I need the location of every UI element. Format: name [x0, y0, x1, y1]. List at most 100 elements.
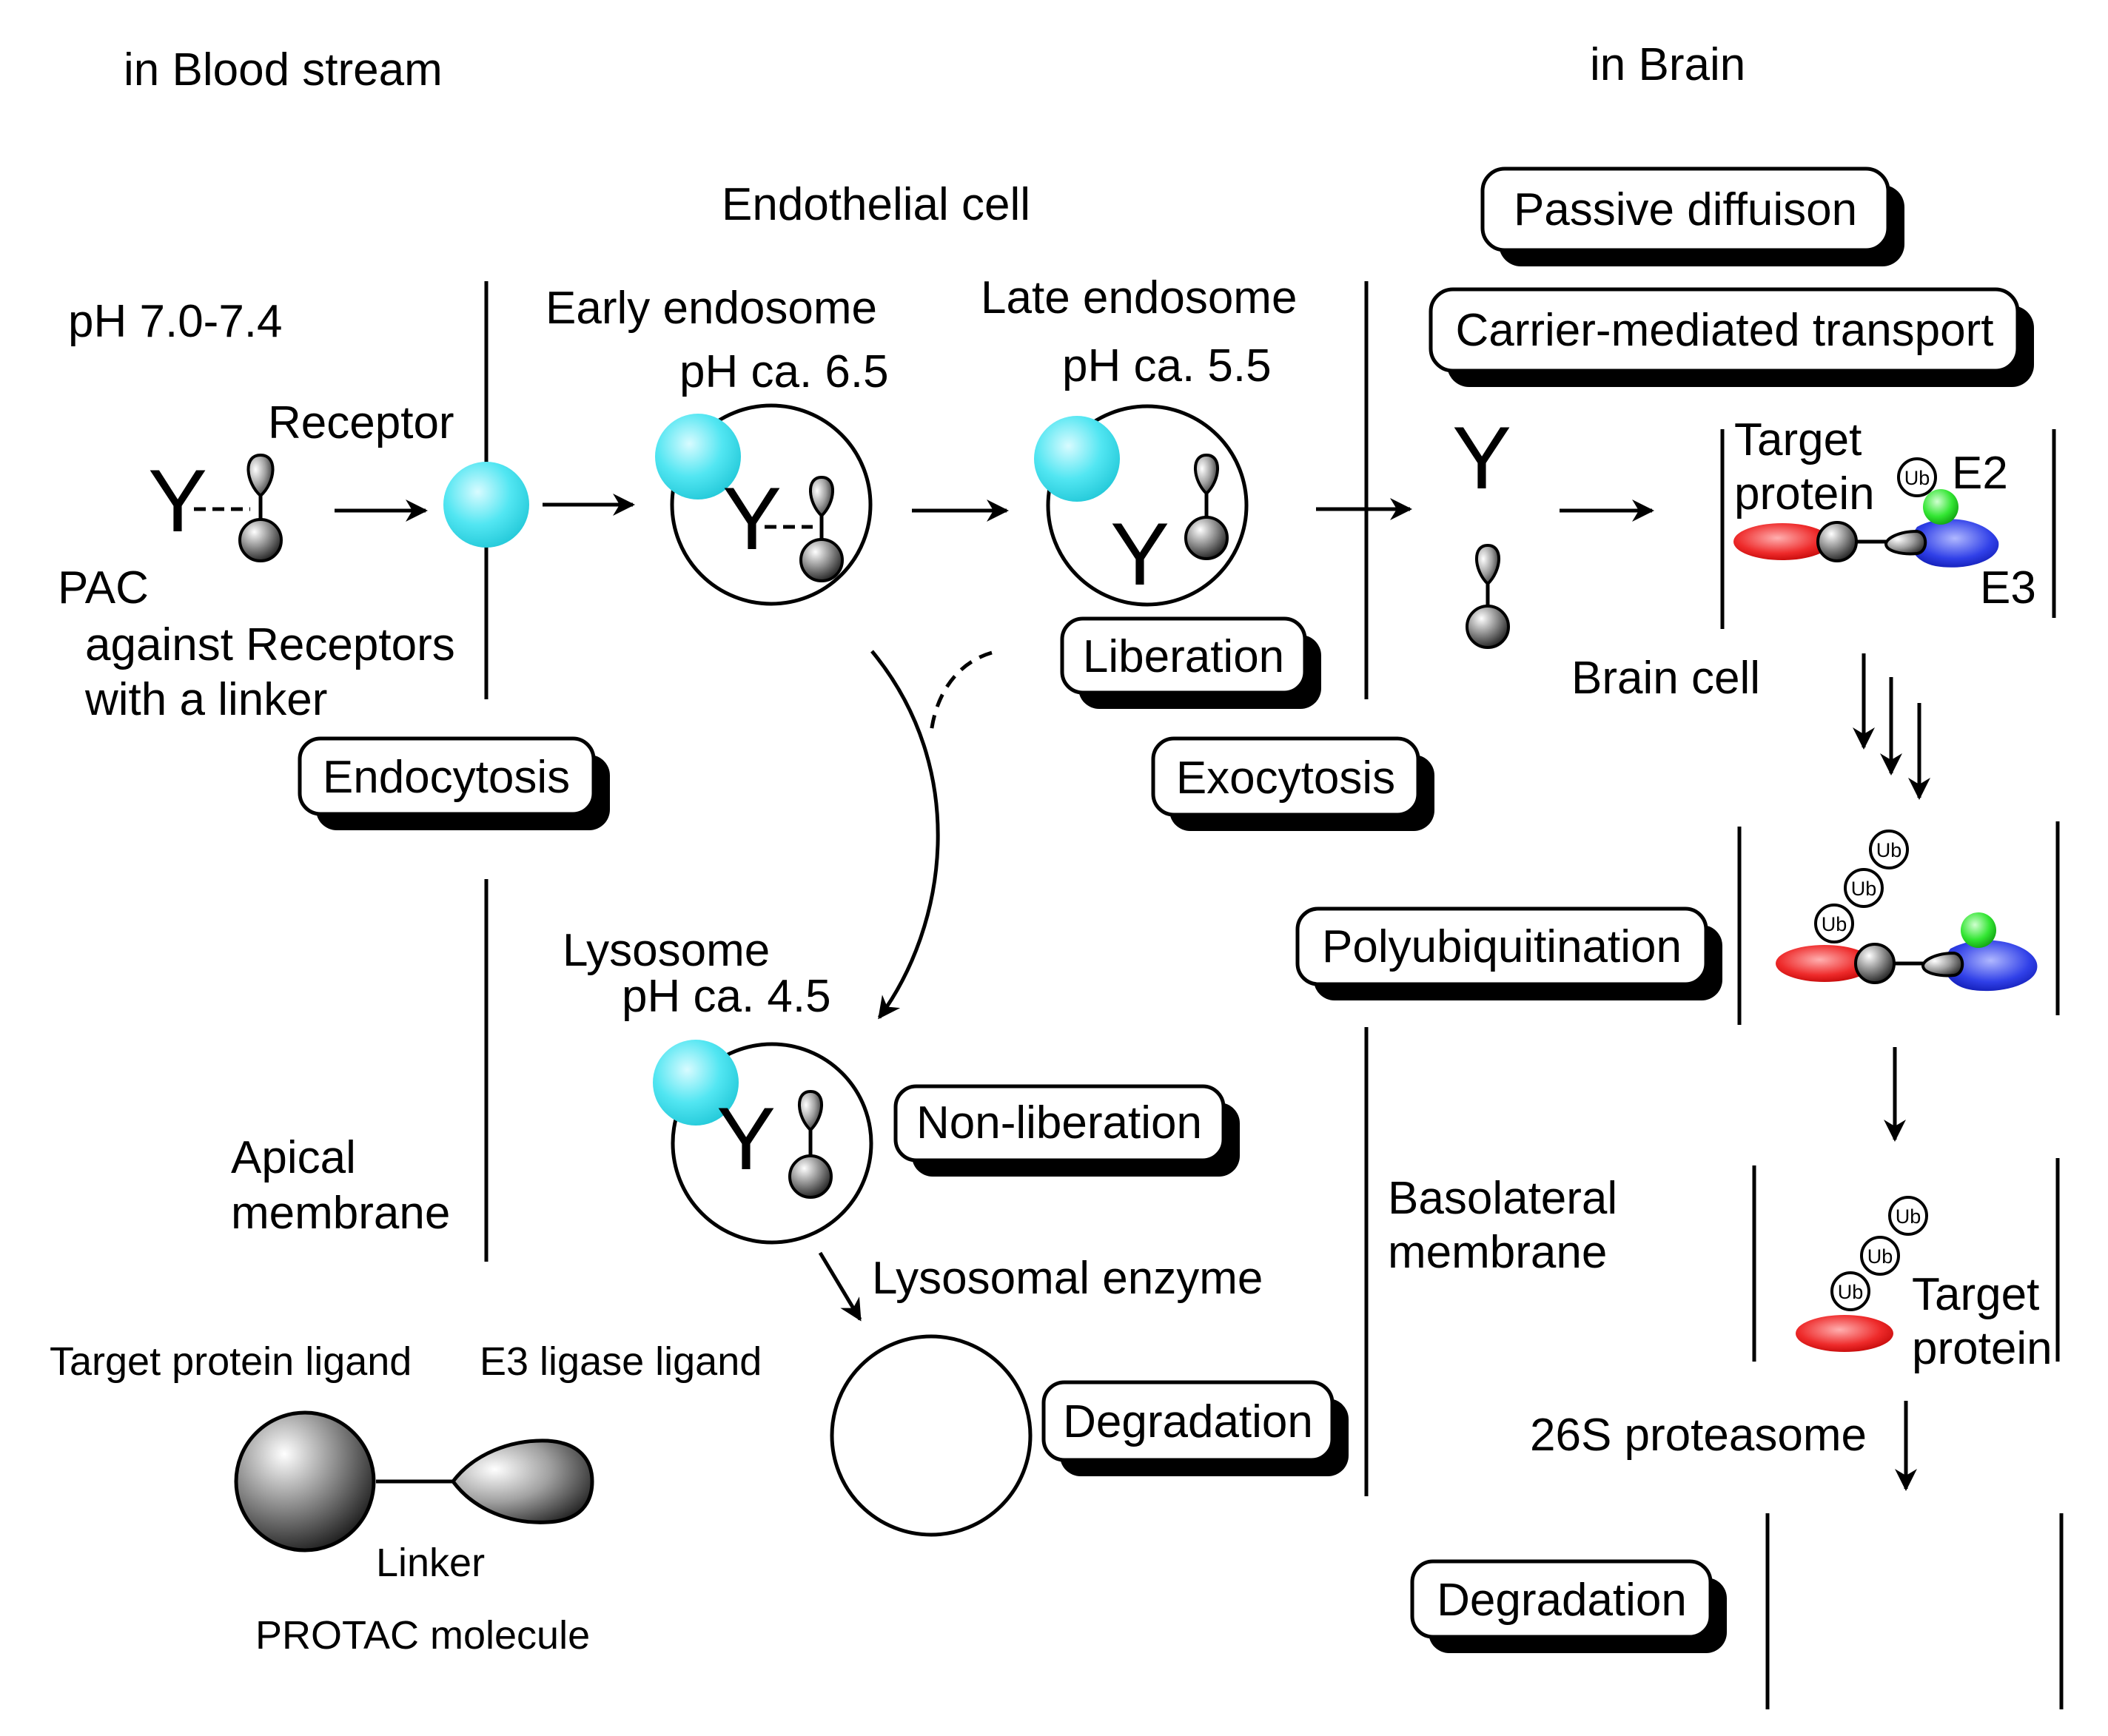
dashed-return-arrow — [929, 650, 993, 733]
lysosome-label: Lysosome — [563, 925, 770, 976]
ub-text: Ub — [1904, 467, 1930, 489]
target-ligand-icon — [1466, 605, 1510, 649]
target-ligand-icon — [1854, 943, 1896, 984]
late-endosome-ph-label: pH ca. 5.5 — [1062, 340, 1272, 391]
pac-label-line2: against Receptors — [85, 619, 455, 670]
arrow-to-lysosome — [870, 650, 940, 1020]
ub-text: Ub — [1838, 1281, 1864, 1303]
carrier-mediated-transport-text: Carrier-mediated transport — [1455, 305, 1993, 356]
pac-molecule-blood: Y — [148, 451, 283, 562]
lysosome-ph-label: pH ca. 4.5 — [622, 971, 831, 1022]
non-liberation-box: Non-liberation — [893, 1084, 1240, 1177]
ubiquitin-icon — [1869, 830, 1909, 869]
pac-label: PAC — [58, 562, 149, 613]
passive-diffusion-box: Passive diffuison — [1480, 166, 1904, 266]
lysosome: Y — [653, 1040, 873, 1245]
target-ligand-icon — [1816, 521, 1858, 562]
polyubiquitinated-complex: Ub Ub Ub — [1776, 830, 2038, 992]
lysosomal-enzyme-label: Lysosomal enzyme — [872, 1253, 1263, 1304]
liberation-text: Liberation — [1083, 631, 1284, 682]
e3-ligase-ligand-icon — [450, 1439, 594, 1524]
ubiquitin-icon — [1814, 904, 1854, 943]
e3-ligand-icon — [1921, 951, 1964, 978]
e2-label: E2 — [1952, 448, 2008, 499]
target-protein-label-line2: protein — [1734, 468, 1875, 519]
passive-diffusion-text: Passive diffuison — [1514, 184, 1857, 235]
e3-ligand-icon — [246, 453, 275, 498]
linker-label: Linker — [376, 1541, 485, 1585]
endocytosis-text: Endocytosis — [323, 752, 570, 803]
target-ligand-icon — [1184, 516, 1229, 560]
target-protein-label-brain: Target — [1912, 1269, 2039, 1320]
ub-text: Ub — [1867, 1245, 1893, 1268]
target-protein-icon — [1733, 523, 1831, 560]
empty-lysosome — [830, 1334, 1033, 1537]
target-protein-ligand-label: Target protein ligand — [50, 1339, 412, 1384]
apical-membrane-label-line2: membrane — [231, 1188, 450, 1239]
ubiquitin-icon — [1844, 868, 1884, 908]
released-antibody-icon: Y — [1452, 408, 1511, 508]
target-protein-label: Target — [1734, 414, 1862, 465]
e3-ligand-icon — [1475, 543, 1500, 586]
e2-icon — [1923, 489, 1958, 525]
e3-ligase-icon — [1944, 940, 2038, 992]
ubiquitin-icon — [1830, 1271, 1870, 1311]
ub-text: Ub — [1876, 839, 1902, 861]
basolateral-membrane-label: Basolateral — [1388, 1173, 1617, 1224]
receptor-label: Receptor — [268, 397, 454, 448]
ubiquitin-icon — [1860, 1236, 1900, 1276]
ub-text: Ub — [1896, 1205, 1921, 1228]
liberation-box: Liberation — [1060, 616, 1321, 709]
basolateral-membrane-label-line2: membrane — [1388, 1227, 1607, 1278]
non-liberation-text: Non-liberation — [916, 1097, 1202, 1148]
ternary-complex: Ub — [1733, 457, 1999, 568]
e2-icon — [1961, 912, 1996, 948]
early-endosome-label: Early endosome — [546, 283, 877, 334]
brain-cell-label: Brain cell — [1571, 653, 1760, 704]
polyubiquitination-box: Polyubiquitination — [1295, 906, 1722, 1000]
proteasome-label: 26S proteasome — [1530, 1410, 1867, 1461]
e3-ligase-ligand-label: E3 ligase ligand — [480, 1339, 762, 1384]
blood-ph-label: pH 7.0-7.4 — [68, 296, 283, 347]
degradation-text: Degradation — [1063, 1396, 1313, 1447]
pac-label-line3: with a linker — [84, 674, 327, 725]
target-ligand-icon — [238, 518, 283, 562]
target-ligand-icon — [799, 538, 844, 582]
exocytosis-text: Exocytosis — [1176, 753, 1395, 804]
ubiquitin-icon — [1897, 457, 1937, 497]
exocytosis-box: Exocytosis — [1151, 736, 1434, 831]
degradation-text-brain: Degradation — [1437, 1575, 1687, 1626]
receptor-icon — [653, 1040, 739, 1126]
protac-molecule — [234, 1410, 594, 1552]
late-endosome: Y — [1034, 404, 1249, 607]
carrier-mediated-transport-box: Carrier-mediated transport — [1429, 287, 2034, 387]
degradation-box-lysosome: Degradation — [1041, 1380, 1349, 1476]
endothelial-cell-label: Endothelial cell — [722, 179, 1030, 230]
target-protein-ligand-icon — [234, 1410, 376, 1552]
apical-membrane-label: Apical — [231, 1132, 356, 1183]
ub-text: Ub — [1851, 878, 1877, 900]
early-endosome-ph-label: pH ca. 6.5 — [679, 346, 889, 397]
receptor-icon — [1034, 416, 1120, 502]
receptor-icon — [655, 414, 741, 499]
ub-text: Ub — [1822, 913, 1847, 935]
early-endosome: Y — [655, 403, 873, 606]
blood-stream-label: in Blood stream — [124, 44, 443, 95]
receptor-icon — [443, 462, 529, 548]
released-protac — [1466, 543, 1510, 649]
degradation-box-brain: Degradation — [1410, 1559, 1727, 1653]
antibody-icon: Y — [1110, 505, 1169, 604]
ubiquitinated-target-protein: Ub Ub Ub — [1796, 1196, 1928, 1352]
target-protein-icon — [1796, 1315, 1893, 1352]
protac-molecule-label: PROTAC molecule — [255, 1613, 590, 1658]
brain-label: in Brain — [1590, 39, 1745, 90]
polyubiquitination-text: Polyubiquitination — [1322, 921, 1682, 972]
antibody-icon: Y — [148, 451, 207, 551]
endocytosis-box: Endocytosis — [298, 736, 610, 830]
e3-label: E3 — [1980, 562, 2036, 613]
e3-ligase-icon — [1910, 519, 1999, 568]
ubiquitin-icon — [1888, 1196, 1928, 1236]
antibody-icon: Y — [716, 1089, 776, 1188]
